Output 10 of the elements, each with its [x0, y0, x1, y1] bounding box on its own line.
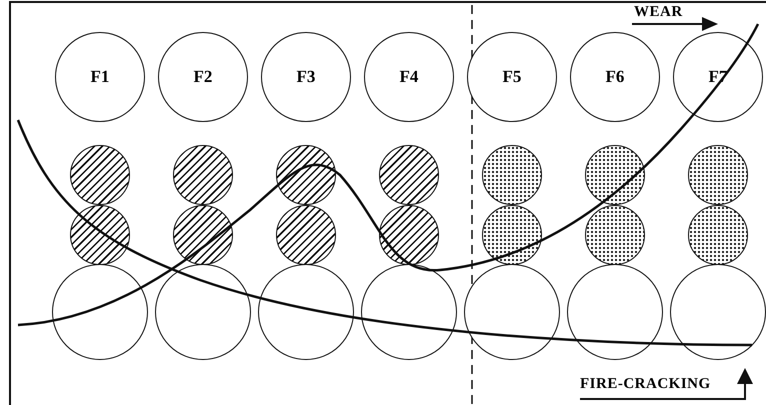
roll-circle: F4 — [364, 32, 454, 122]
roll-circle: F1 — [55, 32, 145, 122]
roll-circle: F2 — [158, 32, 248, 122]
work-roll-circle — [70, 205, 130, 265]
work-roll-circle — [585, 205, 645, 265]
curve-label: FIRE-CRACKING — [580, 376, 711, 392]
curve-label: WEAR — [634, 4, 683, 20]
roll-circle: F6 — [570, 32, 660, 122]
roll-circle: F5 — [467, 32, 557, 122]
roll-circle: F3 — [261, 32, 351, 122]
